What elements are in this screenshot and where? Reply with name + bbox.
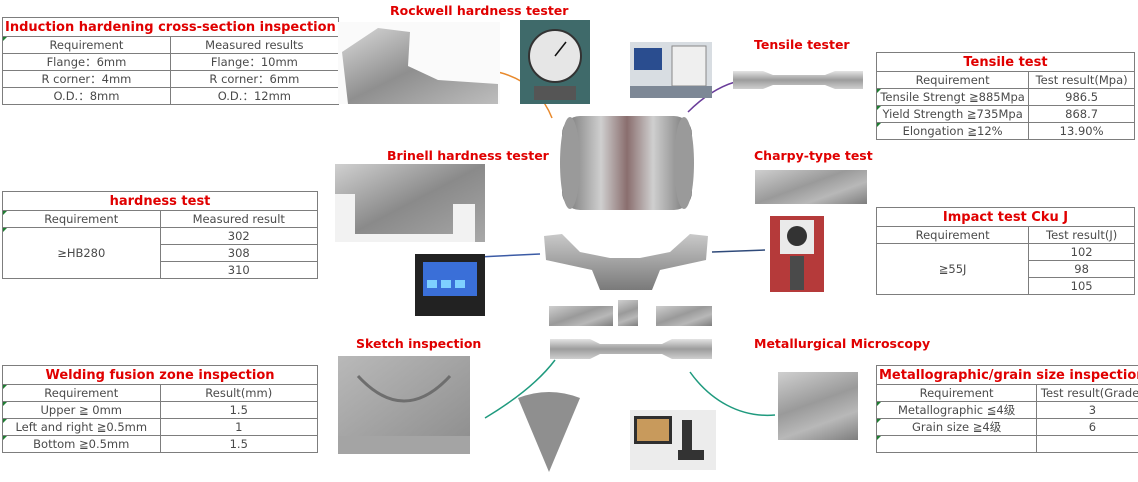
- caption-rockwell: Rockwell hardness tester: [390, 3, 569, 18]
- microscopy-connector: [689, 371, 776, 417]
- welding-table-title: Welding fusion zone inspection: [2, 365, 318, 385]
- tensile-specimen-image: [733, 67, 863, 93]
- impact-result-cell: 98: [1028, 260, 1135, 278]
- hardness-test-table: hardness test Requirement Measured resul…: [2, 191, 318, 279]
- welding-cell: Upper ≧ 0mm: [2, 401, 161, 419]
- tensile-cell: 13.90%: [1028, 122, 1135, 140]
- induction-header-requirement: Requirement: [2, 36, 171, 54]
- tensile-header-result: Test result(Mpa): [1028, 71, 1135, 89]
- induction-cell: R corner：6mm: [169, 70, 339, 88]
- charpy-connector: [711, 249, 766, 253]
- metallographic-cell: 6: [1036, 418, 1138, 436]
- specimen-block-image: [618, 300, 638, 326]
- hardness-header-result: Measured result: [159, 210, 318, 228]
- specimen-block-image: [549, 306, 613, 326]
- tensile-tester-image: [630, 42, 712, 98]
- rockwell-tester-image: [520, 20, 590, 104]
- metallographic-header-result: Test result(Grade): [1036, 384, 1138, 402]
- impact-header-result: Test result(J): [1028, 226, 1135, 244]
- welding-header-requirement: Requirement: [2, 384, 161, 402]
- caption-brinell: Brinell hardness tester: [387, 148, 549, 163]
- hardness-result-cell: 310: [159, 261, 318, 279]
- metallographic-table-title: Metallographic/grain size inspection: [876, 365, 1138, 385]
- microscope-workstation-image: [630, 410, 716, 470]
- induction-hardening-table: Induction hardening cross-section inspec…: [2, 17, 339, 105]
- induction-cell: Flange：6mm: [2, 53, 171, 71]
- impact-result-cell: 102: [1028, 243, 1135, 261]
- tensile-cell: 986.5: [1028, 88, 1135, 106]
- induction-table-title: Induction hardening cross-section inspec…: [2, 17, 339, 37]
- tensile-bar-image: [550, 336, 712, 362]
- charpy-tester-image: [770, 216, 824, 292]
- tensile-cell: Yield Strength ≧735Mpa: [875, 105, 1030, 123]
- hardness-table-title: hardness test: [2, 191, 318, 211]
- welding-cell: 1.5: [159, 401, 318, 419]
- metallographic-cell: Grain size ≧4级: [875, 418, 1038, 436]
- hardness-result-cell: 302: [159, 227, 318, 245]
- induction-cell: O.D.：8mm: [2, 87, 171, 105]
- fan-template-image: [516, 388, 582, 474]
- caption-charpy: Charpy-type test: [754, 148, 873, 163]
- tensile-test-table: Tensile test Requirement Test result(Mpa…: [875, 52, 1135, 140]
- tensile-table-title: Tensile test: [876, 52, 1135, 72]
- metallographic-cell: 3: [1036, 401, 1138, 419]
- tensile-cell: 868.7: [1028, 105, 1135, 123]
- caption-sketch: Sketch inspection: [356, 336, 482, 351]
- welding-cell: Left and right ≧0.5mm: [2, 418, 161, 436]
- metallographic-header-requirement: Requirement: [875, 384, 1038, 402]
- brinell-tester-image: [415, 254, 485, 316]
- hardness-result-cell: 308: [159, 244, 318, 262]
- metallographic-specimen-image: [778, 372, 858, 440]
- impact-table-title: Impact test Cku J: [876, 207, 1135, 227]
- metallographic-table: Metallographic/grain size inspection Req…: [875, 365, 1138, 453]
- cross-section-part-image: [540, 230, 712, 292]
- tensile-header-requirement: Requirement: [875, 71, 1030, 89]
- induction-cell: R corner：4mm: [2, 70, 171, 88]
- weld-section-image: [338, 356, 470, 454]
- specimen-block-image: [656, 306, 712, 326]
- welding-cell: Bottom ≧0.5mm: [2, 435, 161, 453]
- caption-tensile-tester: Tensile tester: [754, 37, 850, 52]
- induction-header-result: Measured results: [169, 36, 339, 54]
- welding-cell: 1: [159, 418, 318, 436]
- caption-microscopy: Metallurgical Microscopy: [754, 336, 931, 351]
- impact-header-requirement: Requirement: [875, 226, 1030, 244]
- welding-cell: 1.5: [159, 435, 318, 453]
- hardness-header-requirement: Requirement: [2, 210, 161, 228]
- charpy-specimen-image: [755, 170, 867, 204]
- wheel-part-image: [556, 112, 698, 214]
- induction-cell: Flange：10mm: [169, 53, 339, 71]
- welding-header-result: Result(mm): [159, 384, 318, 402]
- metallographic-cell: Metallographic ≦4级: [875, 401, 1038, 419]
- brinell-specimen-image: [335, 164, 485, 242]
- rockwell-specimen-image: [338, 22, 500, 104]
- impact-test-table: Impact test Cku J Requirement Test resul…: [875, 207, 1135, 295]
- tensile-cell: Tensile Strengt ≧885Mpa: [875, 88, 1030, 106]
- impact-requirement-cell: ≧55J: [875, 243, 1030, 295]
- tensile-cell: Elongation ≧12%: [875, 122, 1030, 140]
- induction-cell: O.D.：12mm: [169, 87, 339, 105]
- welding-fusion-table: Welding fusion zone inspection Requireme…: [2, 365, 318, 453]
- metallographic-cell: [1036, 435, 1138, 453]
- metallographic-cell: [875, 435, 1038, 453]
- impact-result-cell: 105: [1028, 277, 1135, 295]
- hardness-requirement-cell: ≥HB280: [2, 227, 161, 279]
